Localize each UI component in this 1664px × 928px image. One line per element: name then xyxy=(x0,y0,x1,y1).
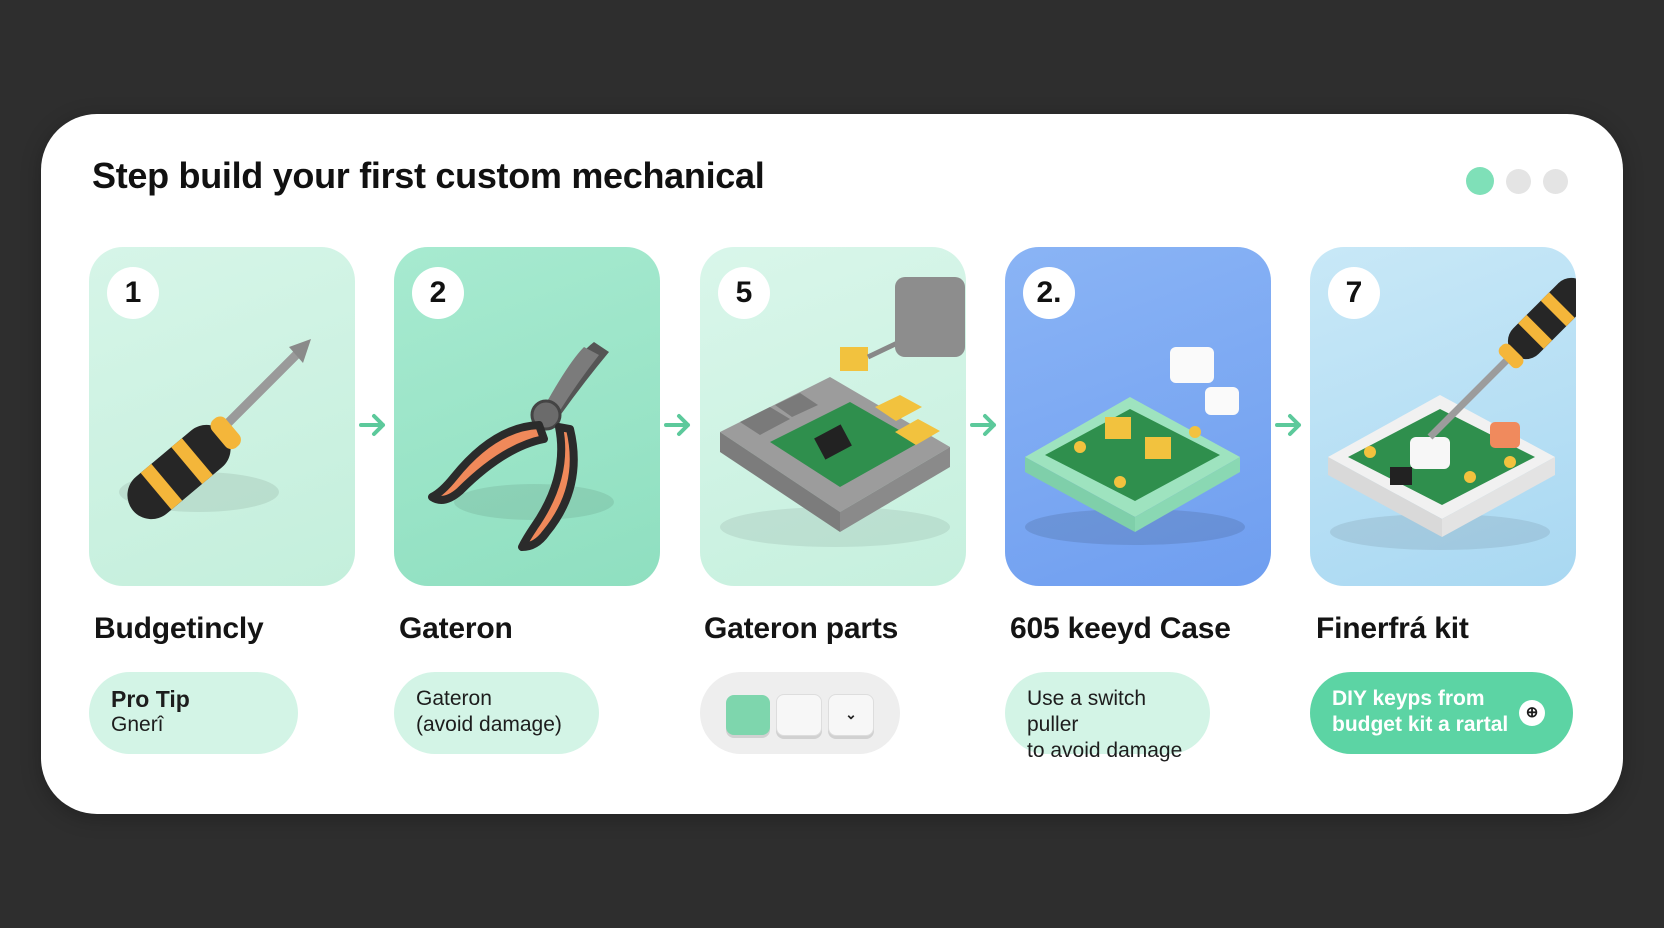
step-3-number: 5 xyxy=(718,267,770,319)
step-5-number: 7 xyxy=(1328,267,1380,319)
page-title: Step build your first custom mechanical xyxy=(92,155,765,196)
step-4-number: 2. xyxy=(1023,267,1075,319)
step-2-number: 2 xyxy=(412,267,464,319)
diy-kit-chip[interactable]: DIY keyps from budget kit a rartal ⊕ xyxy=(1310,672,1573,754)
arrow-right-icon xyxy=(359,414,385,436)
step-1-title: Budgetincly xyxy=(94,612,264,645)
chip-line-2: to avoid damage xyxy=(1027,739,1183,762)
step-3-card[interactable]: 5 xyxy=(700,247,966,586)
chip-heading: Pro Tip xyxy=(111,686,190,712)
step-4-title: 605 keeyd Case xyxy=(1010,612,1231,645)
step-2-card[interactable]: 2 xyxy=(394,247,660,586)
chevron-down-icon: ⌄ xyxy=(845,706,857,722)
keycap-chip[interactable]: ⌄ xyxy=(700,672,900,754)
pro-tip-chip[interactable]: Pro Tip Gnerî xyxy=(89,672,298,754)
chip-line-1: DIY keyps from xyxy=(1332,687,1485,710)
step-3-title: Gateron parts xyxy=(704,612,899,645)
step-2-title: Gateron xyxy=(399,612,513,645)
assembled-board-icon xyxy=(1328,277,1576,550)
chip-line-1: Use a switch puller xyxy=(1027,687,1147,736)
keycap-green xyxy=(726,695,770,735)
tip-chip-4[interactable]: Use a switch puller to avoid damage xyxy=(1005,672,1210,762)
switch-plate-icon xyxy=(1025,347,1245,545)
tip-chip-2[interactable]: Gateron (avoid damage) xyxy=(394,672,599,754)
step-1-card[interactable]: 1 xyxy=(89,247,355,586)
step-5-card[interactable]: 7 xyxy=(1310,247,1576,586)
arrow-right-icon xyxy=(664,414,690,436)
keycap-white-chevron: ⌄ xyxy=(828,694,874,736)
add-circle-icon[interactable]: ⊕ xyxy=(1519,700,1545,726)
arrow-right-icon xyxy=(970,414,996,436)
keycap-white xyxy=(776,694,822,736)
screwdriver-icon xyxy=(119,339,311,520)
page-dot-2[interactable] xyxy=(1506,168,1531,194)
arrow-right-icon xyxy=(1275,414,1301,436)
pliers-icon xyxy=(428,342,614,551)
step-5-title: Finerfrá kit xyxy=(1316,612,1469,645)
step-1-number: 1 xyxy=(107,267,159,319)
step-4-card[interactable]: 2. xyxy=(1005,247,1271,586)
pcb-soldering-icon xyxy=(720,277,965,547)
chip-line-2: (avoid damage) xyxy=(416,713,562,736)
chip-line-1: Gateron xyxy=(416,687,492,710)
page-dot-1[interactable] xyxy=(1466,167,1494,195)
pagination-dots xyxy=(1466,167,1568,195)
page-dot-3[interactable] xyxy=(1543,168,1568,194)
chip-line-2: budget kit a rartal xyxy=(1332,713,1509,736)
chip-subtext: Gnerî xyxy=(111,713,164,736)
keycap-row: ⌄ xyxy=(726,694,878,736)
